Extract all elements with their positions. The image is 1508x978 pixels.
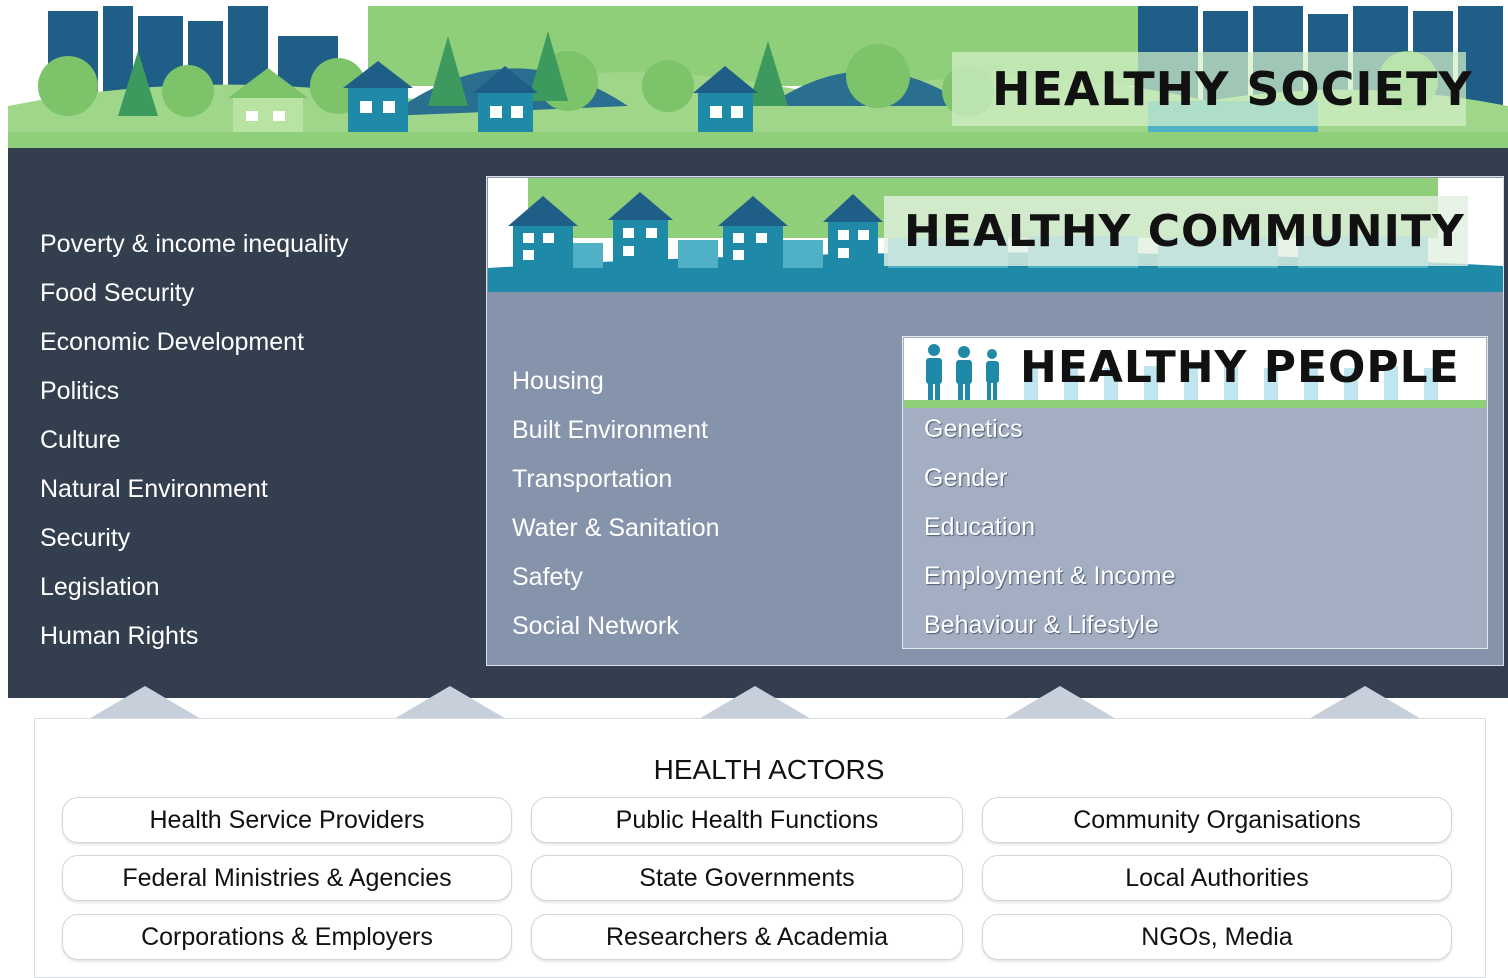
- people-factor: Genetics: [924, 415, 1023, 443]
- community-factor: Transportation: [512, 465, 673, 493]
- people-factor: Gender: [924, 464, 1008, 492]
- healthy-community-title: HEALTHY COMMUNITY: [904, 206, 1465, 257]
- society-factor: Legislation: [40, 573, 160, 601]
- society-factor: Culture: [40, 426, 121, 454]
- healthy-people-title: HEALTHY PEOPLE: [1020, 342, 1460, 393]
- actor-pill: Federal Ministries & Agencies: [62, 855, 512, 901]
- healthy-society-title: HEALTHY SOCIETY: [992, 62, 1473, 116]
- people-factor: Education: [924, 513, 1036, 541]
- actor-pill: Researchers & Academia: [531, 914, 963, 960]
- actor-pill: Corporations & Employers: [62, 914, 512, 960]
- actor-pill: Community Organisations: [982, 797, 1452, 843]
- community-title-backdrop: [884, 196, 1468, 266]
- people-illustration: [904, 338, 1486, 408]
- actor-pill: Public Health Functions: [531, 797, 963, 843]
- society-factor: Natural Environment: [40, 475, 268, 503]
- people-factor: Behaviour & Lifestyle: [924, 611, 1159, 639]
- people-factor: Employment & Income: [924, 562, 1176, 590]
- health-actors-title: HEALTH ACTORS: [653, 754, 885, 785]
- society-factor: Security: [40, 524, 131, 552]
- actor-pill: Health Service Providers: [62, 797, 512, 843]
- actor-pill: State Governments: [531, 855, 963, 901]
- actor-pill: Local Authorities: [982, 855, 1452, 901]
- society-factor: Human Rights: [40, 622, 199, 650]
- community-factor: Housing: [512, 367, 604, 395]
- society-factor: Food Security: [40, 279, 195, 307]
- community-factor: Safety: [512, 563, 583, 591]
- community-factor: Built Environment: [512, 416, 708, 444]
- society-factor: Poverty & income inequality: [40, 230, 349, 258]
- society-title-backdrop: [952, 52, 1466, 126]
- society-factor: Politics: [40, 377, 120, 405]
- actor-pill: NGOs, Media: [982, 914, 1452, 960]
- community-factor: Social Network: [512, 612, 679, 640]
- society-factor: Economic Development: [40, 328, 305, 356]
- community-factor: Water & Sanitation: [512, 514, 720, 542]
